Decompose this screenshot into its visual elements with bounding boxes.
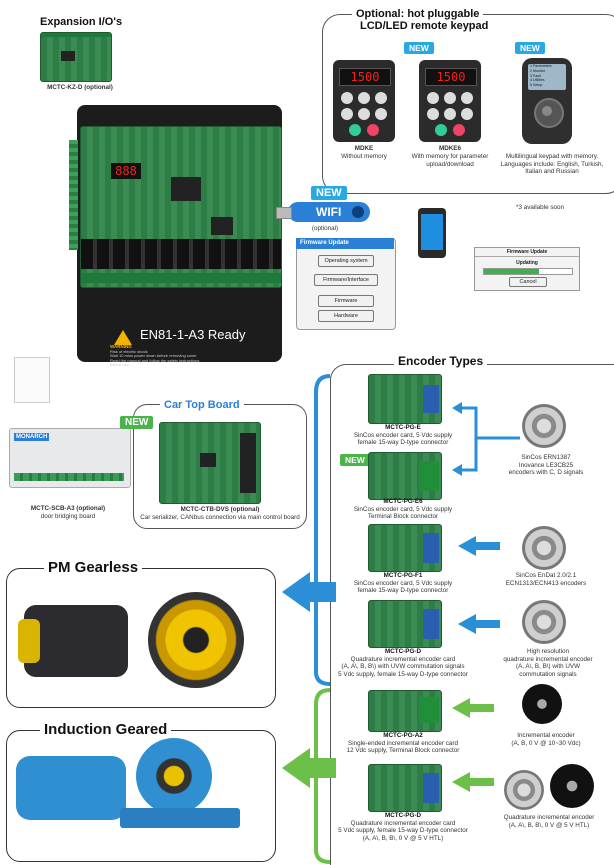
new-badge-wifi: NEW [311, 186, 347, 200]
new-badge-car-top: NEW [120, 416, 154, 429]
encoder-incremental: Incremental encoder(A, B, 0 V @ 10~30 Vd… [511, 732, 581, 747]
new-badge-lcd: NEW [515, 42, 545, 54]
induction-geared-title: Induction Geared [40, 721, 172, 738]
main-board-pcb: 888 [80, 126, 282, 288]
keypad-mdke-desc: Without memory [341, 153, 387, 160]
door-board-unit: MONARCH [9, 428, 131, 488]
wifi-label: WIFI [316, 205, 342, 219]
certificate-doc [14, 357, 50, 403]
car-top-title: Car Top Board [160, 399, 244, 411]
firmware-panel-title: Firmware Update [296, 238, 394, 249]
phone-dialog-status: Updating [516, 260, 538, 266]
main-banner: EN81-1-A3 Ready [102, 322, 272, 358]
expansion-board-image [40, 32, 112, 82]
warning-icon [114, 330, 132, 345]
keypad-lcd-desc: Multilingual keypad with memory. Languag… [500, 153, 604, 176]
door-board-caption-bold: MCTC-SCB-A3 (optional) [30, 505, 106, 512]
keypad-mdke6-display: 1500 [425, 68, 477, 86]
soon-note: *3 available soon [516, 204, 564, 211]
encoder-endat-image [522, 526, 566, 570]
keypad-title-line1: Optional: hot pluggable [352, 8, 484, 20]
main-led-display: 888 [111, 163, 141, 179]
geared-sheave [136, 738, 212, 814]
car-top-caption-bold: MCTC-CTB-DVS (optional) [180, 506, 260, 513]
encoder-card-pg-e6-image [368, 452, 442, 500]
encoder-card-pg-d-image [368, 600, 442, 648]
wifi-caption: (optional) [311, 225, 339, 232]
keypad-mdke6-name: MDKE6 [438, 145, 462, 152]
keypad-mdke-display: 1500 [339, 68, 391, 86]
geared-motor [16, 756, 126, 820]
encoder-ern1387-image [522, 404, 566, 448]
pm-motor-2 [148, 592, 244, 688]
geared-base [120, 808, 240, 828]
encoder-quadrature-image-2 [550, 764, 594, 808]
new-badge-pg-e6: NEW [340, 454, 370, 466]
keypad-mdke6: 1500 [419, 60, 481, 142]
encoder-incremental-image [522, 684, 562, 724]
main-banner-text: EN81-1-A3 Ready [140, 327, 246, 342]
keypad-title-line2: LCD/LED remote keypad [356, 20, 493, 32]
encoder-card-pg-a2-image [368, 690, 442, 732]
car-top-board-image [159, 422, 261, 504]
phone-dialog-title: Firmware Update [475, 248, 579, 257]
new-badge-mdke6: NEW [404, 42, 434, 54]
encoder-quadrature: Quadrature incremental encoder(A, A\, B,… [503, 814, 595, 829]
phone-dialog-progress [483, 268, 573, 275]
firmware-step-os[interactable]: Operating system [318, 255, 374, 267]
encoder-card-pg-e-image [368, 374, 442, 424]
phone-icon [418, 208, 446, 258]
keypad-mdke: 1500 [333, 60, 395, 142]
encoder-types-title: Encoder Types [394, 354, 488, 368]
main-side-terminals [69, 140, 78, 250]
firmware-step-interface[interactable]: Firmware/Interface [314, 274, 378, 286]
expansion-caption: MCTC-KZ-D (optional) [47, 84, 113, 91]
encoder-card-pg-d-htl-image [368, 764, 442, 812]
encoder-high-res-image [522, 600, 566, 644]
door-board-brand: MONARCH [14, 433, 50, 441]
wifi-dongle: WIFI [276, 202, 370, 222]
firmware-step-hardware[interactable]: Hardware [318, 310, 374, 322]
expansion-title: Expansion I/O's [40, 16, 123, 28]
pm-gearless-title: PM Gearless [44, 559, 143, 576]
car-top-caption: Car serializer, CANbus connection via ma… [140, 514, 300, 521]
keypad-mdke6-desc: With memory for parameter upload/downloa… [411, 153, 489, 168]
phone-update-dialog: Firmware Update Updating Cancel [474, 247, 580, 291]
door-board-caption: door bridging board [40, 513, 96, 520]
pm-motor-1 [18, 605, 128, 677]
phone-dialog-cancel[interactable]: Cancel [509, 277, 547, 287]
encoder-quadrature-image-1 [504, 770, 544, 810]
firmware-step-firmware[interactable]: Firmware [318, 295, 374, 307]
encoder-card-pg-f1-image [368, 524, 442, 572]
keypad-mdke-name: MDKE [354, 145, 374, 152]
